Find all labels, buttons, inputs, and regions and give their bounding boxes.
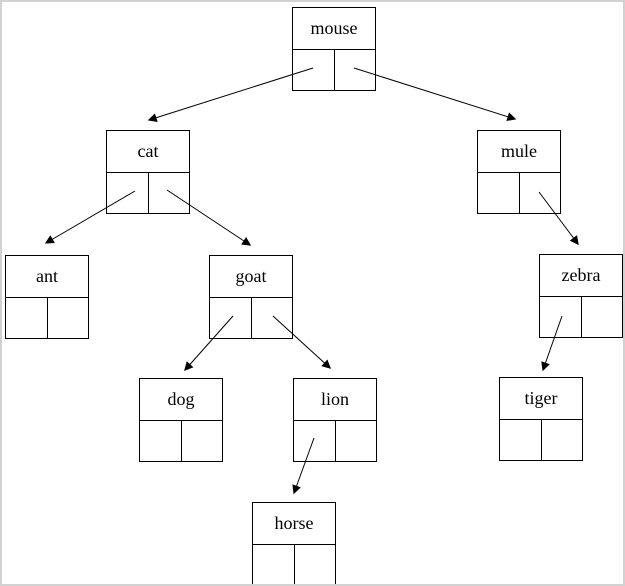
tree-node-horse: horse: [252, 502, 336, 584]
node-label-horse: horse: [253, 503, 335, 545]
right-pointer-cell: [335, 50, 376, 90]
node-label-tiger: tiger: [500, 378, 582, 420]
node-pointer-cells: [500, 420, 582, 460]
node-pointer-cells: [540, 297, 622, 337]
tree-node-mule: mule: [477, 130, 561, 214]
right-pointer-cell: [252, 298, 293, 338]
right-pointer-cell: [582, 297, 623, 337]
right-pointer-cell: [48, 298, 89, 338]
node-label-mouse: mouse: [293, 8, 375, 50]
left-pointer-cell: [140, 421, 182, 461]
node-label-mule: mule: [478, 131, 560, 173]
tree-node-dog: dog: [139, 378, 223, 462]
node-pointer-cells: [253, 545, 336, 584]
right-pointer-cell: [520, 173, 561, 213]
node-pointer-cells: [478, 173, 560, 213]
left-pointer-cell: [478, 173, 520, 213]
node-label-ant: ant: [6, 256, 88, 298]
node-pointer-cells: [6, 298, 88, 338]
left-pointer-cell: [294, 421, 336, 461]
edge-mouse-right-to-mule: [353, 67, 517, 121]
left-pointer-cell: [500, 420, 542, 460]
left-pointer-cell: [253, 545, 295, 584]
right-pointer-cell: [295, 545, 336, 584]
node-pointer-cells: [140, 421, 222, 461]
left-pointer-cell: [293, 50, 335, 90]
tree-node-zebra: zebra: [539, 254, 623, 338]
tree-node-goat: goat: [209, 255, 293, 339]
right-pointer-cell: [336, 421, 377, 461]
node-label-zebra: zebra: [540, 255, 622, 297]
tree-node-ant: ant: [5, 255, 89, 339]
left-pointer-cell: [540, 297, 582, 337]
left-pointer-cell: [210, 298, 252, 338]
tree-node-mouse: mouse: [292, 7, 376, 91]
edge-mouse-left-to-cat: [147, 67, 314, 122]
right-pointer-cell: [149, 173, 190, 213]
tree-node-tiger: tiger: [499, 377, 583, 461]
right-pointer-cell: [182, 421, 223, 461]
node-pointer-cells: [294, 421, 376, 461]
right-pointer-cell: [542, 420, 583, 460]
tree-node-cat: cat: [106, 130, 190, 214]
node-label-cat: cat: [107, 131, 189, 173]
node-pointer-cells: [107, 173, 189, 213]
node-label-dog: dog: [140, 379, 222, 421]
node-label-goat: goat: [210, 256, 292, 298]
left-pointer-cell: [107, 173, 149, 213]
tree-node-lion: lion: [293, 378, 377, 462]
node-pointer-cells: [210, 298, 292, 338]
node-label-lion: lion: [294, 379, 376, 421]
node-pointer-cells: [293, 50, 375, 90]
left-pointer-cell: [6, 298, 48, 338]
